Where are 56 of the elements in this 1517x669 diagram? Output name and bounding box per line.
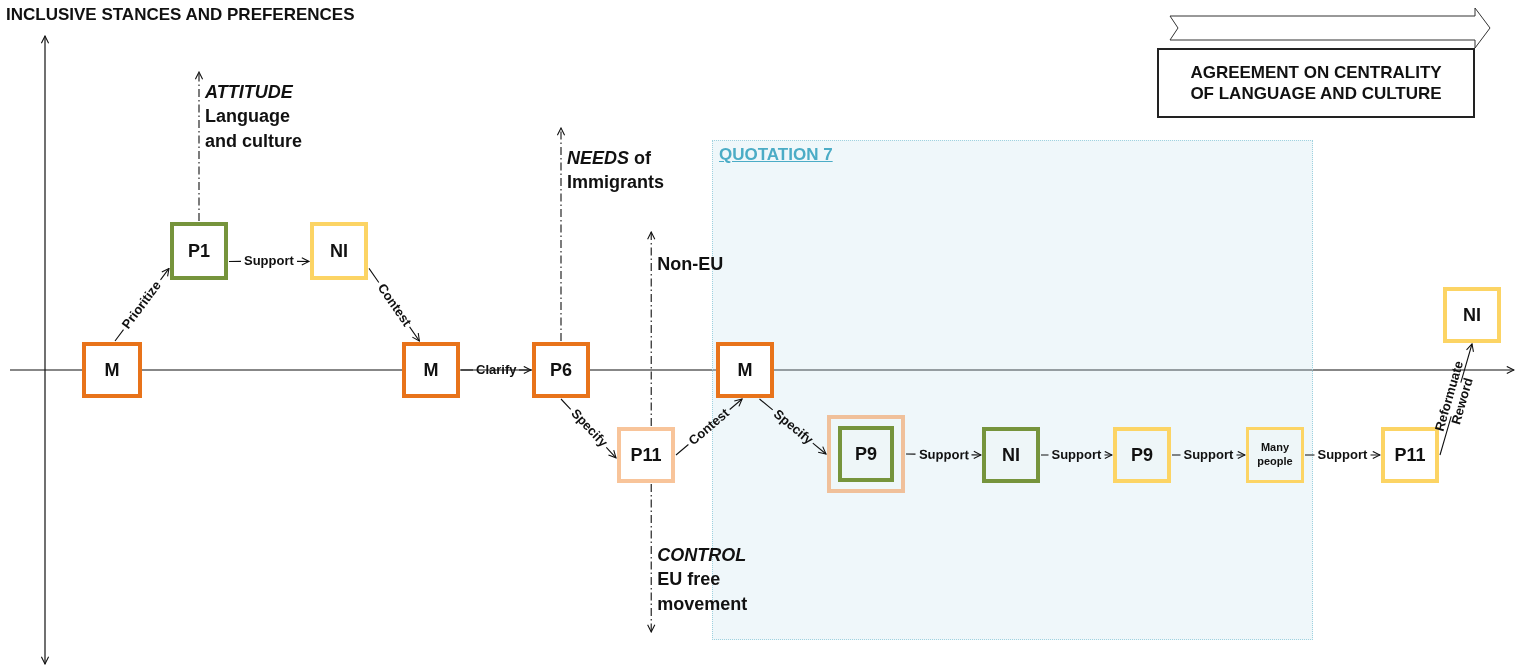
process-box [1443,287,1501,343]
node-label: AGREEMENT ON CENTRALITY OF LANGUAGE AND CULTURE [1189,61,1443,105]
arrow [1171,450,1246,460]
arrow [1040,450,1113,460]
arrow [1439,343,1474,456]
edge-label: Support [244,254,294,269]
node-label: M [104,358,120,382]
node-label: Many people [1256,441,1294,469]
arrow [675,398,743,456]
arrow [1304,450,1381,460]
process-box [1113,427,1171,483]
edge-label: Support [1317,448,1368,463]
node-label: NI [1002,443,1020,467]
edge-label: ATTITUDE Language and culture [205,81,303,153]
axis-title: INCLUSIVE STANCES AND PREFERENCES [6,4,355,26]
process-box [532,342,590,398]
process-box [716,342,774,398]
node-label: P9 [1131,443,1153,467]
arrow [560,398,617,459]
node-label: P9 [855,442,877,466]
node-label: M [737,358,753,382]
outer-frame [827,415,905,493]
node-label: P1 [188,239,210,263]
dash-dot-arrow [647,231,656,427]
edge-label: Clarify [476,363,517,378]
process-box [617,427,675,483]
dash-dot-arrow [556,127,566,342]
region-heading: QUOTATION 7 [719,145,833,165]
process-box [82,342,142,398]
arrow [228,257,310,266]
node-label: NI [330,239,348,263]
edge-label: Support [1183,448,1234,463]
arrow [758,398,827,455]
node-label: P11 [630,443,662,467]
arrow [460,365,532,375]
process-box [982,427,1040,483]
arrow [368,267,420,342]
node-label: M [423,358,439,382]
edge-label: NEEDS of Immigrants [567,147,666,195]
dash-dot-arrow [194,71,204,222]
edge-label: CONTROL EU free movement [657,544,749,616]
arrow [114,267,170,342]
heading-box [1157,48,1475,118]
node-label: P6 [550,358,572,382]
edge-label: Support [918,447,969,463]
node-label: NI [1463,303,1481,327]
node-label: P11 [1394,443,1426,467]
dash-dot-arrow [647,483,656,633]
process-box [170,222,228,280]
process-box [1246,427,1304,483]
edge-label: Support [1051,448,1102,463]
edge-label: Non-EU [657,253,725,276]
arrow [905,450,982,460]
process-box [838,426,894,482]
process-box [402,342,460,398]
process-box [310,222,368,280]
